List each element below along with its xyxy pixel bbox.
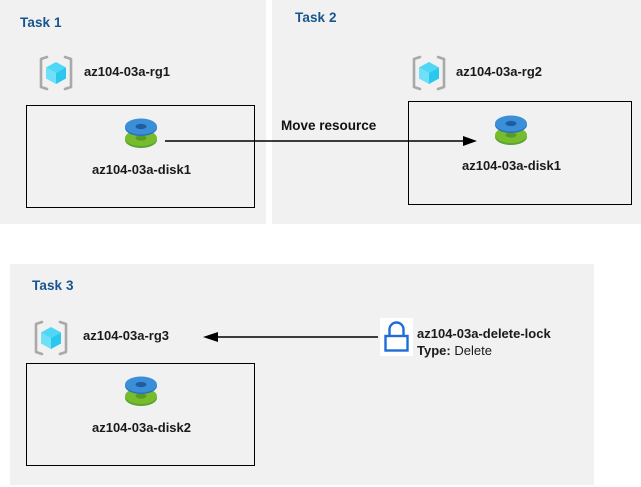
- resource-container-task2: [408, 101, 632, 205]
- task-panel-1: [0, 0, 266, 224]
- lock-icon: [380, 318, 413, 356]
- disk-label-task2: az104-03a-disk1: [461, 158, 561, 173]
- task-2-title: Task 2: [295, 10, 337, 25]
- managed-disk-icon: [119, 371, 163, 413]
- resource-group-icon: [31, 319, 71, 357]
- move-resource-label: Move resource: [281, 118, 377, 133]
- delete-lock-type-label: Type:: [417, 343, 451, 358]
- task-panel-3: [10, 264, 594, 485]
- resource-container-task1: [26, 105, 255, 208]
- managed-disk-icon: [489, 110, 533, 152]
- task-3-title: Task 3: [32, 278, 74, 293]
- resource-group-label-rg3: az104-03a-rg3: [83, 328, 169, 343]
- task-1-title: Task 1: [20, 15, 62, 30]
- resource-group-icon: [409, 54, 449, 92]
- delete-lock-arrow: [203, 332, 378, 342]
- resource-container-task3: [26, 363, 255, 466]
- delete-lock-name: az104-03a-delete-lock: [417, 326, 551, 341]
- task-panel-2: [272, 0, 641, 224]
- move-resource-arrow: [165, 136, 477, 146]
- resource-group-label-rg1: az104-03a-rg1: [84, 64, 170, 79]
- resource-group-icon: [36, 54, 76, 92]
- disk-label-task1: az104-03a-disk1: [91, 162, 191, 177]
- resource-group-label-rg2: az104-03a-rg2: [456, 64, 542, 79]
- delete-lock-type: Type: Delete: [417, 343, 492, 358]
- disk-label-task3: az104-03a-disk2: [91, 420, 191, 435]
- delete-lock-type-value: Delete: [454, 343, 492, 358]
- managed-disk-icon: [119, 113, 163, 155]
